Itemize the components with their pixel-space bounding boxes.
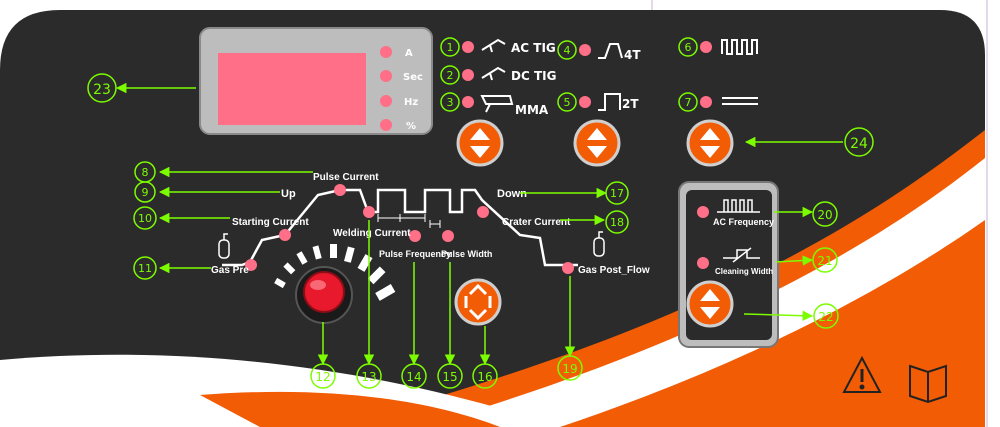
orange-swoosh-bottom xyxy=(200,391,500,427)
callout-14: 14 xyxy=(406,370,421,384)
two-t-trigger-icon xyxy=(598,93,621,111)
pulse-selector-button[interactable] xyxy=(686,119,734,167)
callout-13: 13 xyxy=(361,370,376,384)
four-t-trigger-icon xyxy=(598,43,623,59)
callout-1: 1 xyxy=(447,41,454,54)
callout-12: 12 xyxy=(315,370,330,384)
callout-20: 20 xyxy=(817,208,832,222)
callout-18: 18 xyxy=(610,216,624,229)
mode-2t-label: 2T xyxy=(622,97,639,111)
open-book-icon xyxy=(909,364,947,404)
callout-3: 3 xyxy=(447,96,454,109)
callout-circles xyxy=(87,37,874,389)
pulse-frequency-label: Pulse Frequency xyxy=(379,249,451,259)
callout-7: 7 xyxy=(685,96,692,109)
callout-22: 22 xyxy=(818,310,833,324)
callout-8: 8 xyxy=(142,166,149,179)
ac-selector-button[interactable] xyxy=(686,280,734,328)
callout-5: 5 xyxy=(564,96,571,109)
ac-frequency-led xyxy=(697,206,709,218)
trigger-selector-button[interactable] xyxy=(573,119,621,167)
pulse-width-label: Pulse Width xyxy=(441,249,492,259)
gas-post-flow-label: Gas Post_Flow xyxy=(578,265,650,276)
callout-9: 9 xyxy=(142,186,149,199)
adjustment-knob[interactable] xyxy=(295,266,353,324)
warning-triangle-icon xyxy=(842,355,882,393)
pulse-off-icon xyxy=(722,97,758,105)
pulse-period-marker xyxy=(377,214,426,222)
mode-ac-tig-label: AC TIG xyxy=(511,41,556,55)
callout-15: 15 xyxy=(442,370,457,384)
unit-hz-label: Hz xyxy=(404,97,418,108)
gas-cylinder-icon xyxy=(218,233,230,259)
callout-4: 4 xyxy=(564,44,571,57)
mode-leds xyxy=(462,41,712,108)
callout-arrows xyxy=(115,82,843,366)
cleaning-width-label: Cleaning Width xyxy=(715,267,773,276)
callout-24: 24 xyxy=(850,136,868,152)
orange-swoosh-inner xyxy=(600,230,985,427)
mode-dc-tig-label: DC TIG xyxy=(511,69,556,83)
welding-current-label: Welding Current xyxy=(333,228,411,239)
ac-frequency-icon xyxy=(717,199,760,213)
tig-torch-icon xyxy=(481,38,506,53)
callout-23: 23 xyxy=(93,82,111,98)
cleaning-width-led xyxy=(697,257,709,269)
mode-selector-button[interactable] xyxy=(456,119,504,167)
mode-4t-label: 4T xyxy=(624,48,641,62)
callout-numbers: 1 2 3 4 5 6 7 8 9 10 11 12 13 14 15 16 1… xyxy=(93,41,868,384)
unit-percent-label: % xyxy=(406,121,416,132)
callout-2: 2 xyxy=(447,69,454,82)
up-label: Up xyxy=(281,188,296,200)
crater-current-label: Crater Current xyxy=(502,217,571,228)
tig-torch-icon xyxy=(481,66,506,81)
callout-17: 17 xyxy=(610,187,624,200)
callout-19: 19 xyxy=(562,362,577,376)
mode-mma-label: MMA xyxy=(515,103,549,117)
starting-current-label: Starting Current xyxy=(232,217,309,228)
white-swoosh xyxy=(420,158,985,427)
parameter-select-button[interactable] xyxy=(454,278,502,326)
callout-10: 10 xyxy=(138,212,152,225)
callout-16: 16 xyxy=(477,370,492,384)
pulse-width-marker xyxy=(429,220,441,228)
callout-6: 6 xyxy=(685,41,692,54)
unit-a-label: A xyxy=(405,48,413,59)
electrode-holder-icon xyxy=(480,95,514,113)
pulse-on-icon xyxy=(721,39,758,55)
ac-frequency-label: AC Frequency xyxy=(713,217,774,227)
cleaning-width-icon xyxy=(723,247,760,263)
display-unit-leds xyxy=(380,46,392,131)
gas-pre-label: Gas Pre xyxy=(211,265,249,276)
display-screen xyxy=(218,53,366,125)
cycle-parameter-leds xyxy=(245,184,574,274)
callout-11: 11 xyxy=(138,262,152,275)
gas-cylinder-icon xyxy=(593,231,605,257)
callout-21: 21 xyxy=(817,254,832,268)
unit-sec-label: Sec xyxy=(403,72,423,83)
down-label: Down xyxy=(497,188,527,200)
pulse-current-label: Pulse Current xyxy=(313,172,379,183)
